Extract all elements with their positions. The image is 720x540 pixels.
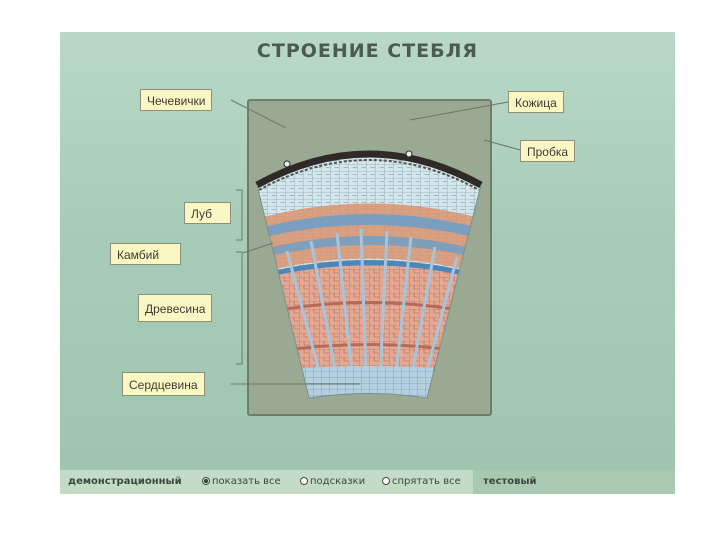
test-mode-button[interactable]: тестовый [473,470,675,494]
cork-layer [255,150,483,189]
label-cork[interactable]: Пробка [520,140,576,162]
label-cambium[interactable]: Камбий [110,243,181,265]
stem-section-panel [247,99,492,416]
label-epidermis[interactable]: Кожица [508,91,564,113]
radio-unselected-icon [300,477,308,485]
label-lenticels[interactable]: Чечевички [140,89,213,111]
control-bar: демонстрационный показать все подсказки … [60,470,675,494]
show-all-radio[interactable]: показать все [202,470,281,494]
lenticel-marker [283,160,291,168]
hide-all-radio[interactable]: спрятать все [382,470,461,494]
stem-cross-section [255,150,483,399]
page-title: СТРОЕНИЕ СТЕБЛЯ [256,40,479,62]
cambium-layer [257,260,481,282]
label-pith[interactable]: Сердцевина [122,372,205,396]
pith-region [257,366,481,398]
label-wood[interactable]: Древесина [138,294,213,322]
radio-selected-icon [202,477,210,485]
lenticel-marker [405,150,413,158]
hints-radio[interactable]: подсказки [300,470,365,494]
diagram-stage: СТРОЕНИЕ СТЕБЛЯ [60,32,675,494]
demo-mode-label[interactable]: демонстрационный [68,476,182,487]
radio-unselected-icon [382,477,390,485]
label-bast[interactable]: Луб [184,202,231,224]
